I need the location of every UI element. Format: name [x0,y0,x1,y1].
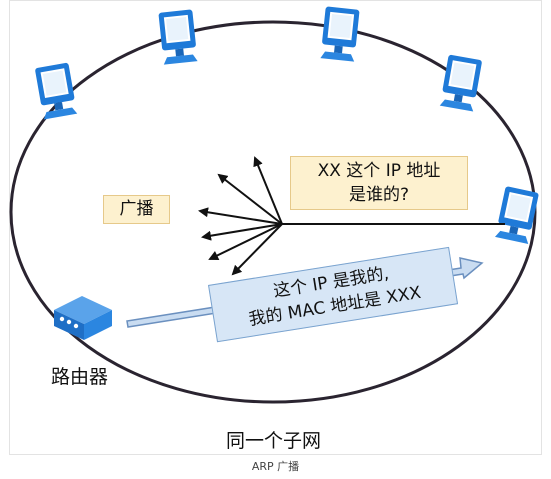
question-bubble: XX 这个 IP 地址 是谁的? [290,156,468,210]
question-line-1: XX 这个 IP 地址 [317,161,441,181]
router-label: 路由器 [51,366,109,388]
question-line-2: 是谁的? [348,185,410,205]
router-icon [54,296,112,340]
broadcast-arrows [198,156,283,276]
broadcast-label: 广播 [103,195,170,224]
monitor-icon [439,54,483,112]
figure-caption: ARP 广播 [251,460,300,473]
subnet-label: 同一个子网 [226,430,322,452]
monitor-icon [34,62,78,120]
monitor-icon [320,6,360,62]
monitor-icon [158,9,198,65]
